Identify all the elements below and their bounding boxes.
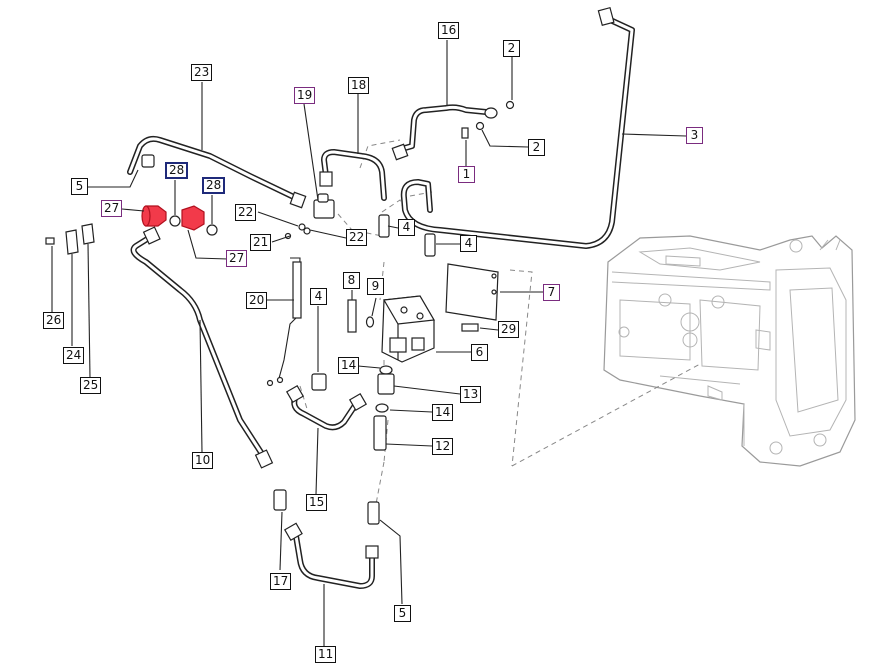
callout-6[interactable]: 6 <box>471 344 488 361</box>
bolt-1 <box>461 127 469 139</box>
bolt-29 <box>461 323 479 332</box>
callout-15[interactable]: 15 <box>306 494 328 511</box>
union-fitting-17 <box>273 489 287 511</box>
callout-16[interactable]: 16 <box>438 22 460 39</box>
callout-23[interactable]: 23 <box>191 64 213 81</box>
callout-27-left[interactable]: 27 <box>101 200 123 217</box>
clip-24 <box>65 229 79 255</box>
callout-28-right[interactable]: 28 <box>202 177 226 194</box>
callout-7[interactable]: 7 <box>543 284 560 301</box>
callout-14-lower[interactable]: 14 <box>432 404 454 421</box>
callout-22-upper[interactable]: 22 <box>235 204 257 221</box>
union-fitting-4-right <box>424 233 436 257</box>
callout-17[interactable]: 17 <box>270 573 292 590</box>
callout-26[interactable]: 26 <box>43 312 65 329</box>
tee-fitting-19 <box>313 199 335 219</box>
callout-24[interactable]: 24 <box>63 347 85 364</box>
callout-4-upper[interactable]: 4 <box>398 219 415 236</box>
callout-13[interactable]: 13 <box>460 386 482 403</box>
callout-22-lower[interactable]: 22 <box>346 229 368 246</box>
bolt-26 <box>45 237 55 245</box>
banjo-fitting-13 <box>377 373 395 395</box>
callout-5-lower[interactable]: 5 <box>394 605 411 622</box>
callout-19[interactable]: 19 <box>294 87 316 104</box>
o-ring-14-upper <box>379 365 393 375</box>
callout-3[interactable]: 3 <box>686 127 703 144</box>
o-ring-14-lower <box>375 403 389 413</box>
callout-8[interactable]: 8 <box>343 272 360 289</box>
cover-plate-7 <box>445 263 499 321</box>
o-ring-22-lower <box>303 227 311 235</box>
callout-18[interactable]: 18 <box>348 77 370 94</box>
fittings <box>45 100 515 525</box>
pipe-16 <box>391 104 498 161</box>
union-fitting-5-lower <box>367 501 380 525</box>
pipe-18 <box>319 149 387 201</box>
o-ring-2-lower <box>475 121 485 131</box>
callout-1[interactable]: 1 <box>458 166 475 183</box>
callout-4-lower[interactable]: 4 <box>310 288 327 305</box>
o-ring-28-left <box>169 215 181 227</box>
callout-27-right[interactable]: 27 <box>226 250 248 267</box>
bolt-8 <box>347 299 357 333</box>
callout-11[interactable]: 11 <box>315 646 337 663</box>
callout-12[interactable]: 12 <box>432 438 454 455</box>
callout-29[interactable]: 29 <box>498 321 520 338</box>
callout-2-upper[interactable]: 2 <box>503 40 520 57</box>
callout-20[interactable]: 20 <box>246 292 268 309</box>
callout-28-left[interactable]: 28 <box>165 162 189 179</box>
valve-block-6 <box>381 295 435 363</box>
pipe-3 <box>400 6 635 249</box>
adapter-27-right <box>181 205 205 231</box>
o-ring-28-right <box>206 224 218 236</box>
transmission-housing <box>603 235 856 467</box>
callout-5-upper[interactable]: 5 <box>71 178 88 195</box>
pipe-23 <box>127 135 307 209</box>
callout-25[interactable]: 25 <box>80 377 102 394</box>
washer-9 <box>365 316 375 328</box>
pipe-15 <box>285 384 368 431</box>
o-ring-2-upper <box>505 100 515 110</box>
clip-25 <box>81 223 95 245</box>
callout-2-lower[interactable]: 2 <box>528 139 545 156</box>
callout-9[interactable]: 9 <box>367 278 384 295</box>
cable-sleeve-20 <box>292 261 302 319</box>
pipe-10 <box>130 226 274 469</box>
leader-lines <box>51 40 687 646</box>
pipe-11 <box>283 522 379 589</box>
union-fitting-4-lower <box>311 373 327 391</box>
bolt-12 <box>373 415 387 451</box>
callout-21[interactable]: 21 <box>250 234 272 251</box>
cable-20 <box>277 257 301 383</box>
o-ring-22-upper <box>298 223 306 231</box>
union-fitting-4-upper <box>378 214 390 238</box>
callout-4-right[interactable]: 4 <box>460 235 477 252</box>
callout-10[interactable]: 10 <box>192 452 214 469</box>
callout-14-upper[interactable]: 14 <box>338 357 360 374</box>
